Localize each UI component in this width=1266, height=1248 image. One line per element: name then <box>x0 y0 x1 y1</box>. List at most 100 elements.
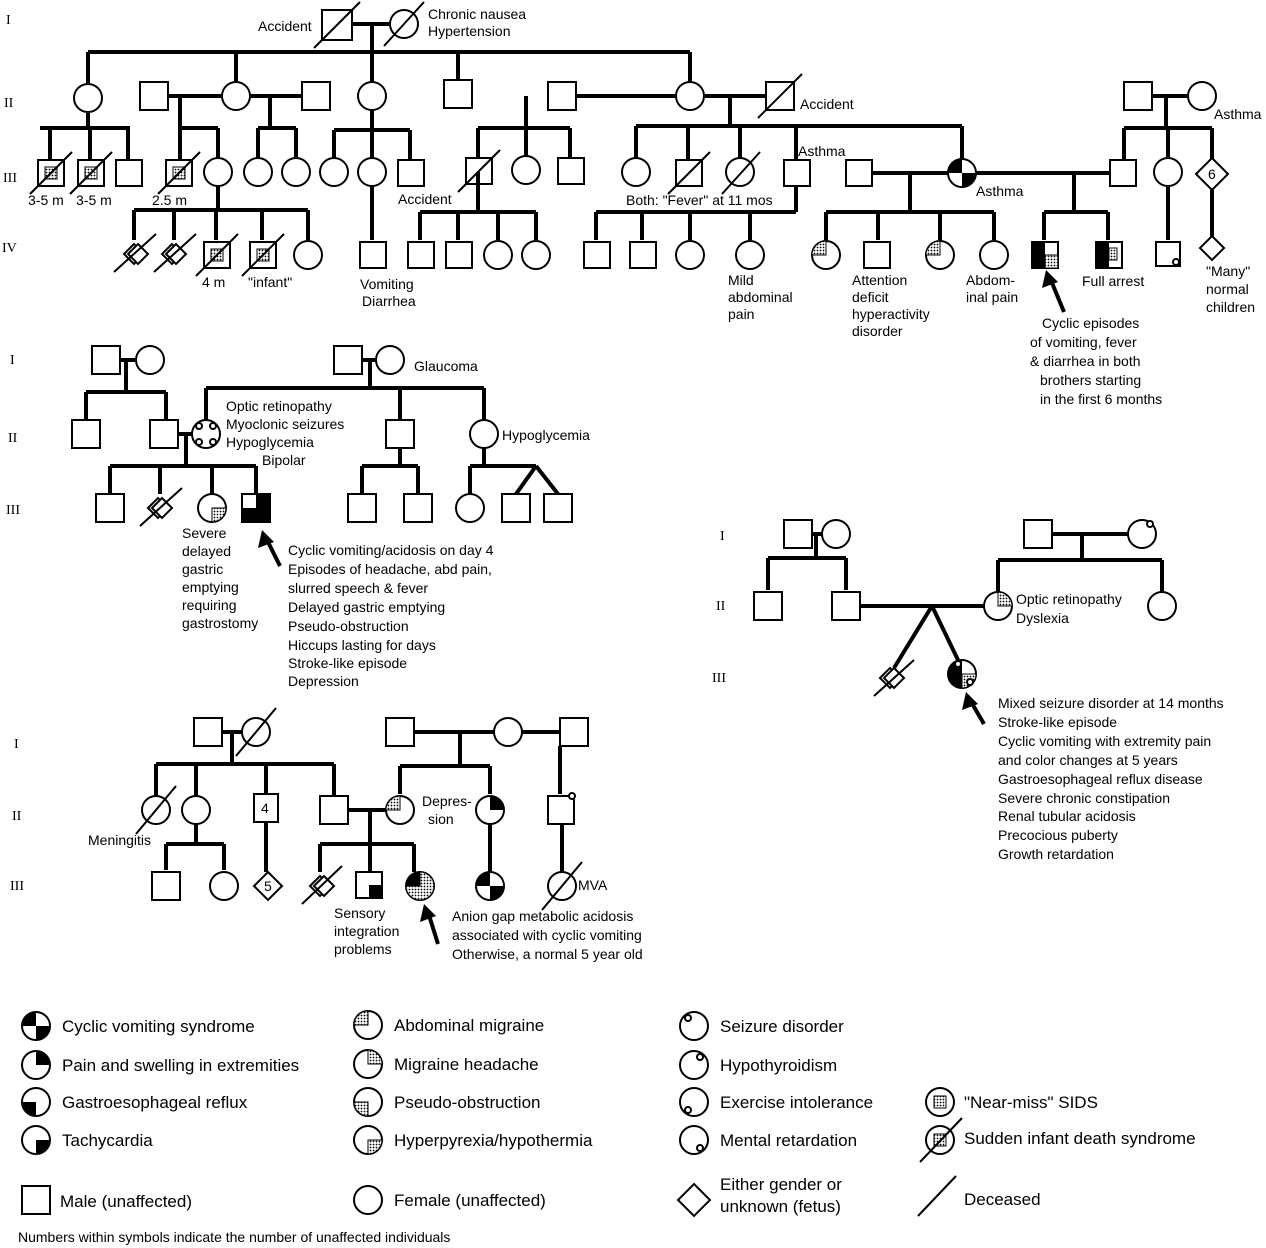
family-4-pedigree: I II III Meningitis 4 Depres- sio <box>10 707 643 962</box>
svg-text:Bipolar: Bipolar <box>262 452 306 468</box>
gen-label-iv: IV <box>2 241 17 256</box>
svg-text:Either gender or: Either gender or <box>720 1175 842 1194</box>
svg-text:Episodes of headache, abd pain: Episodes of headache, abd pain, <box>288 561 492 577</box>
svg-text:Hypoglycemia: Hypoglycemia <box>226 434 314 450</box>
svg-text:Cyclic episodes: Cyclic episodes <box>1042 315 1139 331</box>
svg-text:Anion gap metabolic acidosis: Anion gap metabolic acidosis <box>452 908 633 924</box>
family2-severe-note: Severe delayed gastric emptying requirin… <box>182 525 258 631</box>
gen-label-ii: II <box>4 96 14 111</box>
svg-text:and color changes at 5 years: and color changes at 5 years <box>998 752 1178 768</box>
label-hypertension: Hypertension <box>428 23 511 39</box>
svg-text:Hypoglycemia: Hypoglycemia <box>502 427 590 443</box>
svg-text:requiring: requiring <box>182 597 236 613</box>
family4-proband-note: Anion gap metabolic acidosis associated … <box>452 908 643 962</box>
svg-text:Seizure disorder: Seizure disorder <box>720 1017 844 1036</box>
svg-text:Hyperpyrexia/hypothermia: Hyperpyrexia/hypothermia <box>394 1131 593 1150</box>
svg-text:in the first 6 months: in the first 6 months <box>1040 391 1162 407</box>
svg-text:Stroke-like episode: Stroke-like episode <box>288 655 407 671</box>
svg-text:brothers starting: brothers starting <box>1040 372 1141 388</box>
svg-text:II: II <box>8 431 18 446</box>
svg-text:4: 4 <box>261 800 269 816</box>
svg-text:Pseudo-obstruction: Pseudo-obstruction <box>288 618 409 634</box>
svg-text:Asthma: Asthma <box>976 183 1024 199</box>
svg-text:Hiccups lasting for days: Hiccups lasting for days <box>288 637 436 653</box>
svg-text:inal pain: inal pain <box>966 289 1018 305</box>
family2-proband-note: Cyclic vomiting/acidosis on day 4 Episod… <box>288 542 494 689</box>
svg-text:Abdominal migraine: Abdominal migraine <box>394 1016 544 1035</box>
svg-text:5: 5 <box>264 878 272 894</box>
svg-text:I: I <box>10 353 15 368</box>
svg-text:of vomiting, fever: of vomiting, fever <box>1030 334 1137 350</box>
legend-cvs: Cyclic vomiting syndrome <box>62 1017 255 1036</box>
family3-proband-note: Mixed seizure disorder at 14 months Stro… <box>998 695 1224 862</box>
svg-text:I: I <box>720 529 725 544</box>
family1-proband-note: Cyclic episodes of vomiting, fever & dia… <box>1030 315 1162 407</box>
svg-text:normal: normal <box>1206 281 1249 297</box>
svg-text:Glaucoma: Glaucoma <box>414 358 478 374</box>
legend: Cyclic vomiting syndrome Pain and swelli… <box>18 1010 1196 1245</box>
svg-text:Gastroesophageal reflux diseas: Gastroesophageal reflux disease <box>998 771 1203 787</box>
family-1-pedigree: I II III IV Accident Chronic nausea Hype… <box>2 1 1262 407</box>
gen-label-i: I <box>6 13 11 28</box>
svg-text:Tachycardia: Tachycardia <box>62 1131 153 1150</box>
svg-text:Optic retinopathy: Optic retinopathy <box>226 398 332 414</box>
svg-text:unknown (fetus): unknown (fetus) <box>720 1197 841 1216</box>
svg-text:pain: pain <box>728 306 754 322</box>
svg-text:3-5 m: 3-5 m <box>76 192 112 208</box>
svg-text:Both: "Fever" at 11 mos: Both: "Fever" at 11 mos <box>626 192 773 208</box>
footnote: Numbers within symbols indicate the numb… <box>18 1229 450 1245</box>
svg-text:Meningitis: Meningitis <box>88 832 151 848</box>
svg-text:Pseudo-obstruction: Pseudo-obstruction <box>394 1093 540 1112</box>
family-3-pedigree: I II III Optic retinopathy Dyslexia <box>712 519 1224 862</box>
svg-text:integration: integration <box>334 923 399 939</box>
label-accident-ii: Accident <box>800 96 854 112</box>
svg-text:Severe chronic constipation: Severe chronic constipation <box>998 790 1170 806</box>
svg-text:hyperactivity: hyperactivity <box>852 306 930 322</box>
svg-text:Vomiting: Vomiting <box>360 276 414 292</box>
svg-text:"infant": "infant" <box>248 274 292 290</box>
svg-text:III: III <box>10 879 24 894</box>
svg-text:& diarrhea in both: & diarrhea in both <box>1030 353 1141 369</box>
svg-text:III: III <box>712 671 726 686</box>
svg-text:Otherwise, a normal 5 year old: Otherwise, a normal 5 year old <box>452 946 643 962</box>
svg-text:Attention: Attention <box>852 272 907 288</box>
svg-text:Cyclic vomiting with extremity: Cyclic vomiting with extremity pain <box>998 733 1211 749</box>
label-accident: Accident <box>258 18 312 34</box>
svg-text:Hypothyroidism: Hypothyroidism <box>720 1056 837 1075</box>
svg-text:slurred speech & fever: slurred speech & fever <box>288 580 428 596</box>
svg-text:deficit: deficit <box>852 289 889 305</box>
svg-text:problems: problems <box>334 941 392 957</box>
svg-text:4 m: 4 m <box>202 274 225 290</box>
svg-text:Sensory: Sensory <box>334 905 385 921</box>
svg-text:Stroke-like episode: Stroke-like episode <box>998 714 1117 730</box>
svg-text:Sudden infant death syndrome: Sudden infant death syndrome <box>964 1129 1196 1148</box>
svg-text:Depression: Depression <box>288 673 359 689</box>
svg-text:III: III <box>6 503 20 518</box>
svg-text:Dyslexia: Dyslexia <box>1016 610 1069 626</box>
svg-text:Deceased: Deceased <box>964 1190 1041 1209</box>
svg-text:Migraine headache: Migraine headache <box>394 1055 539 1074</box>
gen-label-iii: III <box>3 171 17 186</box>
svg-text:Mild: Mild <box>728 272 754 288</box>
svg-text:Precocious puberty: Precocious puberty <box>998 827 1118 843</box>
svg-text:Accident: Accident <box>398 191 452 207</box>
svg-text:Diarrhea: Diarrhea <box>362 293 416 309</box>
label-chronic-nausea: Chronic nausea <box>428 6 526 22</box>
svg-text:MVA: MVA <box>578 877 608 893</box>
svg-text:delayed: delayed <box>182 543 231 559</box>
svg-text:disorder: disorder <box>852 323 903 339</box>
svg-text:Optic retinopathy: Optic retinopathy <box>1016 591 1122 607</box>
svg-text:Renal tubular acidosis: Renal tubular acidosis <box>998 808 1136 824</box>
svg-text:Myoclonic seizures: Myoclonic seizures <box>226 416 344 432</box>
svg-text:II: II <box>716 599 726 614</box>
svg-text:Severe: Severe <box>182 525 227 541</box>
label-asthma-top: Asthma <box>1214 106 1262 122</box>
svg-text:3-5 m: 3-5 m <box>28 192 64 208</box>
svg-text:I: I <box>14 737 19 752</box>
svg-text:abdominal: abdominal <box>728 289 793 305</box>
family2-mother-conditions: Optic retinopathy Myoclonic seizures Hyp… <box>226 398 344 468</box>
svg-text:2.5 m: 2.5 m <box>152 192 187 208</box>
svg-text:sion: sion <box>428 811 454 827</box>
svg-text:Pain and swelling in extremiti: Pain and swelling in extremities <box>62 1056 299 1075</box>
